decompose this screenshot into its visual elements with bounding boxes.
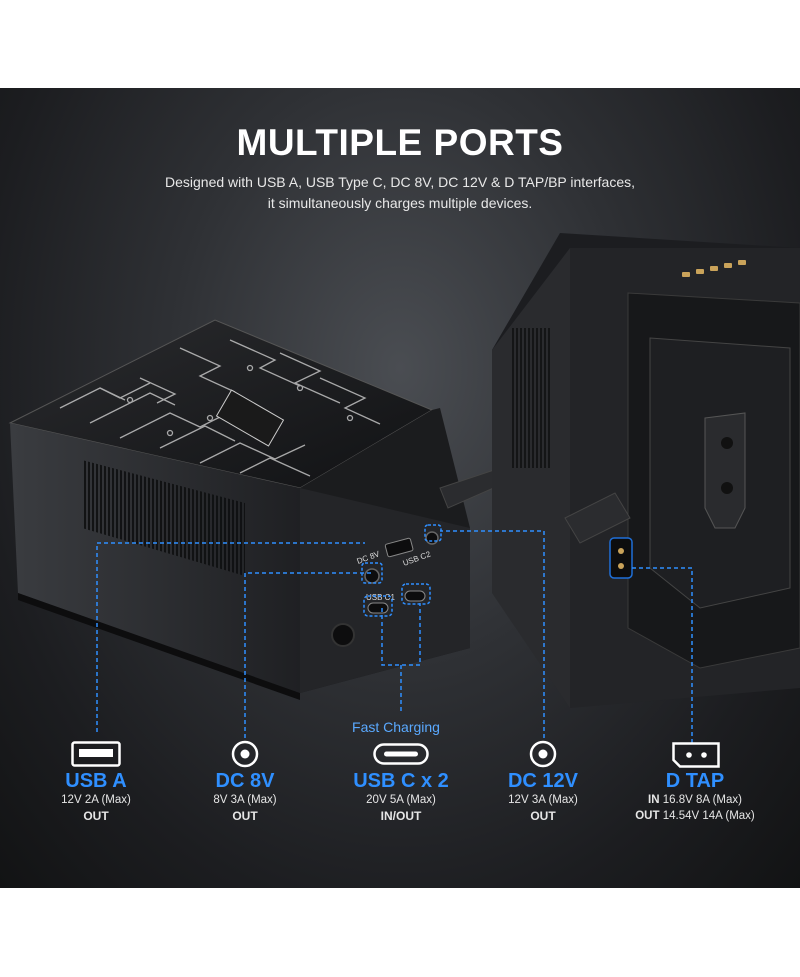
subtitle-line-1: Designed with USB A, USB Type C, DC 8V, … [165,174,635,190]
port-name: DC 8V [215,770,275,792]
out-label: OUT [635,810,660,822]
in-spec: 16.8V 8A (Max) [662,794,742,806]
circuit-pattern [59,339,381,477]
right-battery [492,233,800,708]
battery-illustration: DC 8V USB C1 USB C2 [8,233,800,743]
port-spec: 12V 3A (Max) [508,794,578,806]
port-mode: OUT [232,809,258,823]
subtitle-line-2: it simultaneously charges multiple devic… [267,195,533,211]
left-battery: DC 8V USB C1 USB C2 [8,319,506,700]
port-usb-c: USB C x 2 20V 5A (Max) IN/OUT [331,770,471,825]
port-name: USB C x 2 [353,770,449,792]
usb-c1-port-label: USB C1 [366,593,395,602]
out-spec: 14.54V 14A (Max) [662,810,755,822]
subtitle: Designed with USB A, USB Type C, DC 8V, … [0,172,800,214]
page-title: MULTIPLE PORTS [236,122,564,163]
port-mode: OUT [83,809,109,823]
port-mode: IN/OUT [380,809,422,823]
fast-charging-label: Fast Charging [352,719,440,735]
d-tap-icon [672,742,720,768]
port-spec: 12V 2A (Max) [61,794,131,806]
port-dc-12v: DC 12V 12V 3A (Max) OUT [483,770,603,825]
port-spec: 8V 3A (Max) [213,794,277,806]
port-name: DC 12V [507,770,579,792]
port-spec-in: IN 16.8V 8A (Max) [620,792,770,808]
in-label: IN [648,794,660,806]
contact-pins [682,260,746,277]
port-usb-a: USB A 12V 2A (Max) OUT [36,770,156,825]
usb-a-icon [71,741,121,767]
port-spec-out: OUT 14.54V 14A (Max) [620,808,770,824]
port-dc-8v: DC 8V 8V 3A (Max) OUT [185,770,305,825]
port-d-tap: D TAP IN 16.8V 8A (Max) OUT 14.54V 14A (… [620,770,770,824]
dc-port-icon [231,740,259,768]
dc-port-icon [529,740,557,768]
port-connector-lines [96,530,693,743]
port-name: D TAP [665,770,725,792]
port-mode: OUT [530,809,556,823]
port-name: USB A [65,770,127,792]
port-spec: 20V 5A (Max) [366,794,436,806]
usb-c-icon [373,743,429,765]
